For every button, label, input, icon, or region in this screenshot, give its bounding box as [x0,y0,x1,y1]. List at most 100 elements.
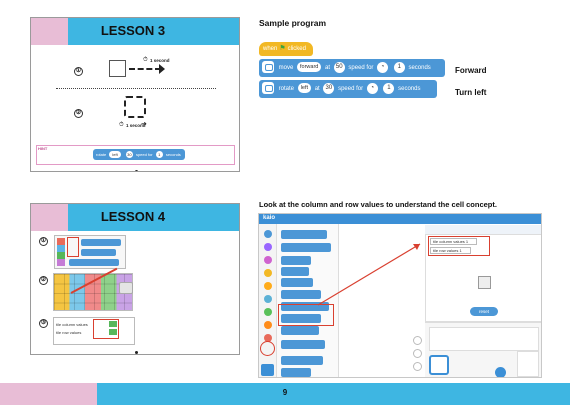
rotate-action-label: rotate [278,86,295,92]
move-count-input[interactable]: 1 [393,61,405,73]
move-direction-dropdown[interactable]: forward [297,62,322,73]
hint-block-speed-label: speed for [135,152,153,157]
hint-label: HINT [38,146,48,151]
editor-heading: Look at the column and row values to und… [259,200,497,209]
rotate-left-block: rotate left at 30 speed for ◔ 1 seconds [259,80,437,98]
category-sensing-icon[interactable] [264,295,272,303]
editor-top-bar: kaio [259,214,541,224]
step1-block-b [81,249,116,256]
footer-pink-band [0,383,97,405]
page-number: 9 [282,388,288,397]
hint-block-unit: seconds [165,152,181,157]
palette-block[interactable] [281,368,311,377]
stage-readout-row: tile row values 1 [430,247,471,254]
stage-reset-button[interactable]: reset [470,307,498,316]
category-extension-icon[interactable] [264,334,272,342]
zoom-reset-button[interactable] [413,362,422,371]
lesson3-step1-number: ① [74,67,83,76]
dotted-divider [56,88,216,89]
stage-toolbar [425,225,541,234]
stage-readout-col: tile column values 1 [430,238,478,245]
arrow-head-icon [159,64,165,74]
robot-icon [262,61,274,74]
lesson4-title: LESSON 4 [100,209,166,224]
footer-blue-band [97,383,570,405]
palette-block[interactable] [281,340,325,349]
lesson4-step3-number: ③ [39,319,48,328]
add-extension-button[interactable] [261,364,274,376]
category-motion-icon[interactable] [264,230,272,238]
rotate-count-input[interactable]: 1 [383,82,395,94]
category-control-icon[interactable] [264,282,272,290]
move-clock-icon: ◔ [377,61,389,73]
category-events-icon[interactable] [264,269,272,277]
robot-square-icon [109,60,126,77]
editor-logo: kaio [263,215,276,221]
step1-block-a [81,239,121,246]
hat-clicked-label: clicked [287,46,306,52]
when-clicked-hat-block: when⚑clicked [259,42,313,56]
step1-palette-icons [57,238,65,266]
step3-highlight [93,319,119,339]
lesson4-title-bar [68,204,239,231]
clock-icon-2: ⏱ [119,122,124,128]
palette-block[interactable] [281,278,313,287]
palette-block[interactable] [281,290,321,299]
move-speed-input[interactable]: 50 [333,61,345,73]
rotate-direction-dropdown[interactable]: left [297,83,312,94]
rotate-speed-label: speed for [338,86,364,92]
palette-block[interactable] [281,326,319,335]
palette-block[interactable] [281,314,321,323]
sprite-info-row [429,327,539,351]
zoom-out-button[interactable] [413,349,422,358]
slide-dot [135,170,138,171]
zoom-in-button[interactable] [413,336,422,345]
rotate-unit-label: seconds [398,86,421,92]
rotate-speed-input[interactable]: 30 [323,82,335,94]
hint-box [36,145,235,165]
palette-block[interactable] [281,230,327,239]
lesson3-title: LESSON 3 [100,23,166,38]
code-editor-screenshot: kaio tile column values 1 til [258,213,542,378]
add-sprite-button[interactable] [495,367,506,377]
forward-label: Forward [455,66,487,75]
rotate-at-label: at [314,86,320,92]
lesson3-title-accent [31,18,68,45]
palette-block[interactable] [281,267,309,276]
move-forward-block: move forward at 50 speed for ◔ 1 seconds [259,59,445,77]
category-looks-icon[interactable] [264,243,272,251]
step3-green-value-b [109,329,117,335]
connector-arrowhead [413,244,420,250]
category-operators-icon[interactable] [264,308,272,316]
hint-block-action: rotate [96,152,107,157]
palette-block[interactable] [281,243,331,252]
lesson4-step1-number: ① [39,237,48,246]
lesson3-step1-caption: 1 second [150,58,170,63]
lesson4-slide: LESSON 4 ① ② ③ tile column values tile r… [30,203,240,355]
category-variables-icon[interactable] [264,321,272,329]
stage-selector[interactable] [517,351,539,377]
sprite-thumbnail[interactable] [429,355,449,375]
step1-block-c [69,259,119,266]
green-flag-icon: ⚑ [279,45,286,52]
lesson3-step2-caption: 1 second [126,123,146,128]
highlighted-category-circle [260,341,275,356]
clock-icon: ⏱ [143,57,148,63]
step1-highlight [67,237,79,257]
palette-highlight [278,304,334,326]
category-sound-icon[interactable] [264,256,272,264]
move-action-label: move [278,65,294,71]
lesson3-step2-number: ② [74,109,83,118]
turn-left-label: Turn left [455,88,487,97]
lesson3-slide: LESSON 3 ① ⏱ 1 second ② ➜ ⏱ 1 second HIN… [30,17,240,172]
palette-block[interactable] [281,256,311,265]
stage-area[interactable]: tile column values 1 tile row values 1 r… [425,234,541,322]
stage-readout-highlight [428,236,490,256]
palette-block[interactable] [281,356,323,365]
connector-line [317,243,421,306]
robot-icon-2 [262,82,274,95]
move-unit-label: seconds [408,65,431,71]
step3-readout-col: tile column values [56,322,88,327]
palette-block[interactable] [281,302,329,311]
